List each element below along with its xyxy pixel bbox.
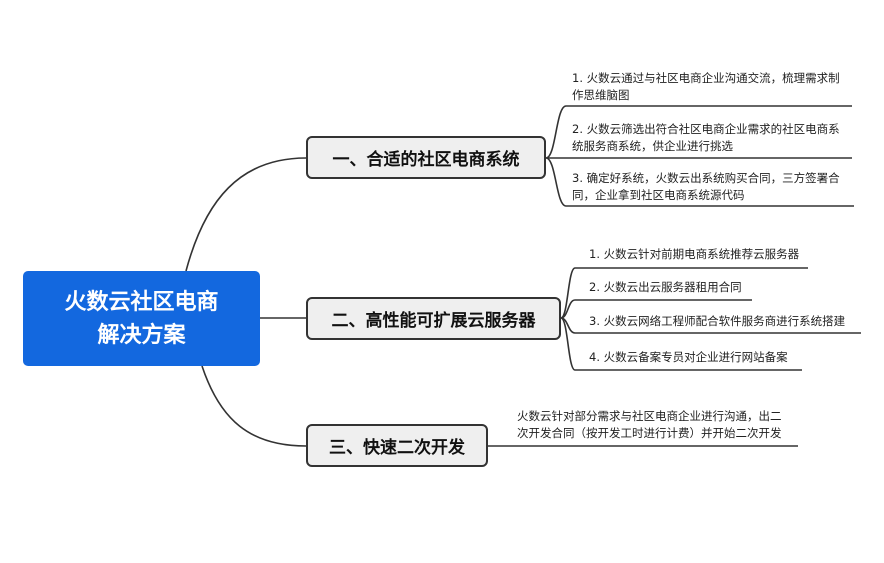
root-title-line1: 火数云社区电商 <box>64 289 219 315</box>
connector-root-branch-3 <box>201 365 307 447</box>
leaf-1-3[interactable]: 3. 确定好系统，火数云出系统购买合同，三方签署合 同，企业拿到社区电商系统源代… <box>572 170 840 204</box>
leaf-1-1-line2: 作思维脑图 <box>572 88 630 102</box>
leaf-2-2[interactable]: 2. 火数云出云服务器租用合同 <box>589 279 742 296</box>
leaf-2-3[interactable]: 3. 火数云网络工程师配合软件服务商进行系统搭建 <box>589 313 845 330</box>
leaf-1-1[interactable]: 1. 火数云通过与社区电商企业沟通交流，梳理需求制 作思维脑图 <box>572 70 840 104</box>
leaf-2-4-line1: 4. 火数云备案专员对企业进行网站备案 <box>589 350 788 364</box>
leaf-2-1-line1: 1. 火数云针对前期电商系统推荐云服务器 <box>589 247 800 261</box>
leaf-1-3-line1: 3. 确定好系统，火数云出系统购买合同，三方签署合 <box>572 171 840 185</box>
connector-b2-bracket <box>560 267 576 371</box>
leaf-3-1[interactable]: 火数云针对部分需求与社区电商企业进行沟通，出二 次开发合同（按开发工时进行计费）… <box>517 408 782 442</box>
leaf-1-3-line2: 同，企业拿到社区电商系统源代码 <box>572 188 745 202</box>
root-node[interactable]: 火数云社区电商 解决方案 <box>23 271 260 366</box>
leaf-3-1-line1: 火数云针对部分需求与社区电商企业进行沟通，出二 <box>517 409 782 423</box>
leaf-1-2-line1: 2. 火数云筛选出符合社区电商企业需求的社区电商系 <box>572 122 840 136</box>
leaf-1-2[interactable]: 2. 火数云筛选出符合社区电商企业需求的社区电商系 统服务商系统，供企业进行挑选 <box>572 121 840 155</box>
leaf-2-1[interactable]: 1. 火数云针对前期电商系统推荐云服务器 <box>589 246 799 263</box>
leaf-2-2-line1: 2. 火数云出云服务器租用合同 <box>589 280 742 294</box>
leaf-3-1-line2: 次开发合同（按开发工时进行计费）并开始二次开发 <box>517 426 782 440</box>
branch-node-1[interactable]: 一、合适的社区电商系统 <box>306 136 546 179</box>
branch-2-label: 二、高性能可扩展云服务器 <box>331 311 536 331</box>
branch-1-label: 一、合适的社区电商系统 <box>332 150 520 170</box>
branch-node-2[interactable]: 二、高性能可扩展云服务器 <box>306 297 561 340</box>
leaf-2-4[interactable]: 4. 火数云备案专员对企业进行网站备案 <box>589 349 788 366</box>
root-title-line2: 解决方案 <box>97 322 186 348</box>
leaf-2-3-line1: 3. 火数云网络工程师配合软件服务商进行系统搭建 <box>589 314 846 328</box>
branch-3-label: 三、快速二次开发 <box>329 438 465 458</box>
leaf-1-2-line2: 统服务商系统，供企业进行挑选 <box>572 139 733 153</box>
leaf-1-1-line1: 1. 火数云通过与社区电商企业沟通交流，梳理需求制 <box>572 71 840 85</box>
connector-b1-bracket <box>545 105 567 207</box>
branch-node-3[interactable]: 三、快速二次开发 <box>306 424 488 467</box>
connector-root-branch-1 <box>185 157 307 272</box>
